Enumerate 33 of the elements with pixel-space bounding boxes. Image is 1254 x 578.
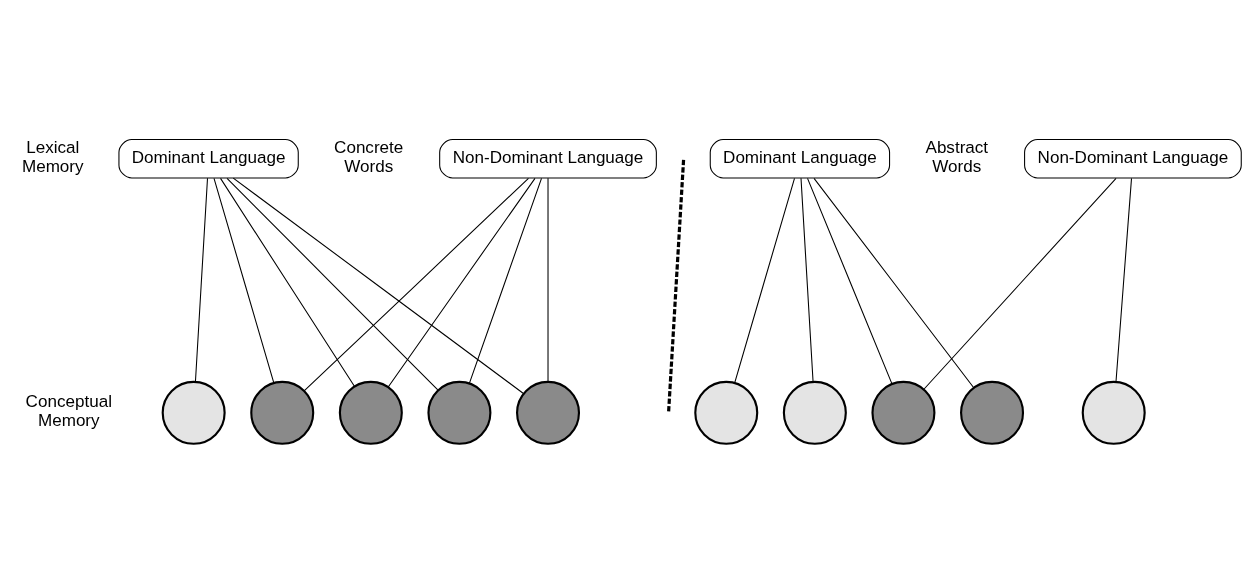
- connector: [226, 177, 439, 390]
- connector: [1115, 177, 1133, 382]
- node-circle: [694, 380, 759, 445]
- connector: [734, 177, 796, 383]
- node-box: Dominant Language: [118, 138, 299, 178]
- node-circle: [338, 380, 403, 445]
- node-box: Dominant Language: [709, 138, 891, 178]
- connector: [468, 177, 543, 384]
- connector: [303, 177, 529, 391]
- connector: [213, 177, 275, 383]
- node-circle: [427, 380, 492, 445]
- connector: [387, 177, 536, 388]
- connector: [547, 177, 549, 382]
- label: Conceptual Memory: [25, 391, 112, 430]
- node-circle: [516, 380, 581, 445]
- node-circle: [250, 380, 315, 445]
- connector: [923, 177, 1117, 390]
- label: Lexical Memory: [21, 137, 84, 176]
- connector: [220, 177, 355, 387]
- connector: [194, 177, 209, 382]
- label: Concrete Words: [334, 137, 404, 176]
- label: Abstract Words: [925, 137, 989, 176]
- node-box: Non-Dominant Language: [1024, 138, 1242, 178]
- node-box: Non-Dominant Language: [439, 138, 657, 178]
- node-circle: [960, 380, 1025, 445]
- node-circle: [782, 380, 847, 445]
- connector: [813, 177, 975, 388]
- node-circle: [1081, 380, 1146, 445]
- connector: [800, 177, 814, 382]
- node-circle: [161, 380, 226, 445]
- connector: [807, 177, 893, 384]
- connector: [232, 177, 524, 394]
- node-circle: [871, 380, 936, 445]
